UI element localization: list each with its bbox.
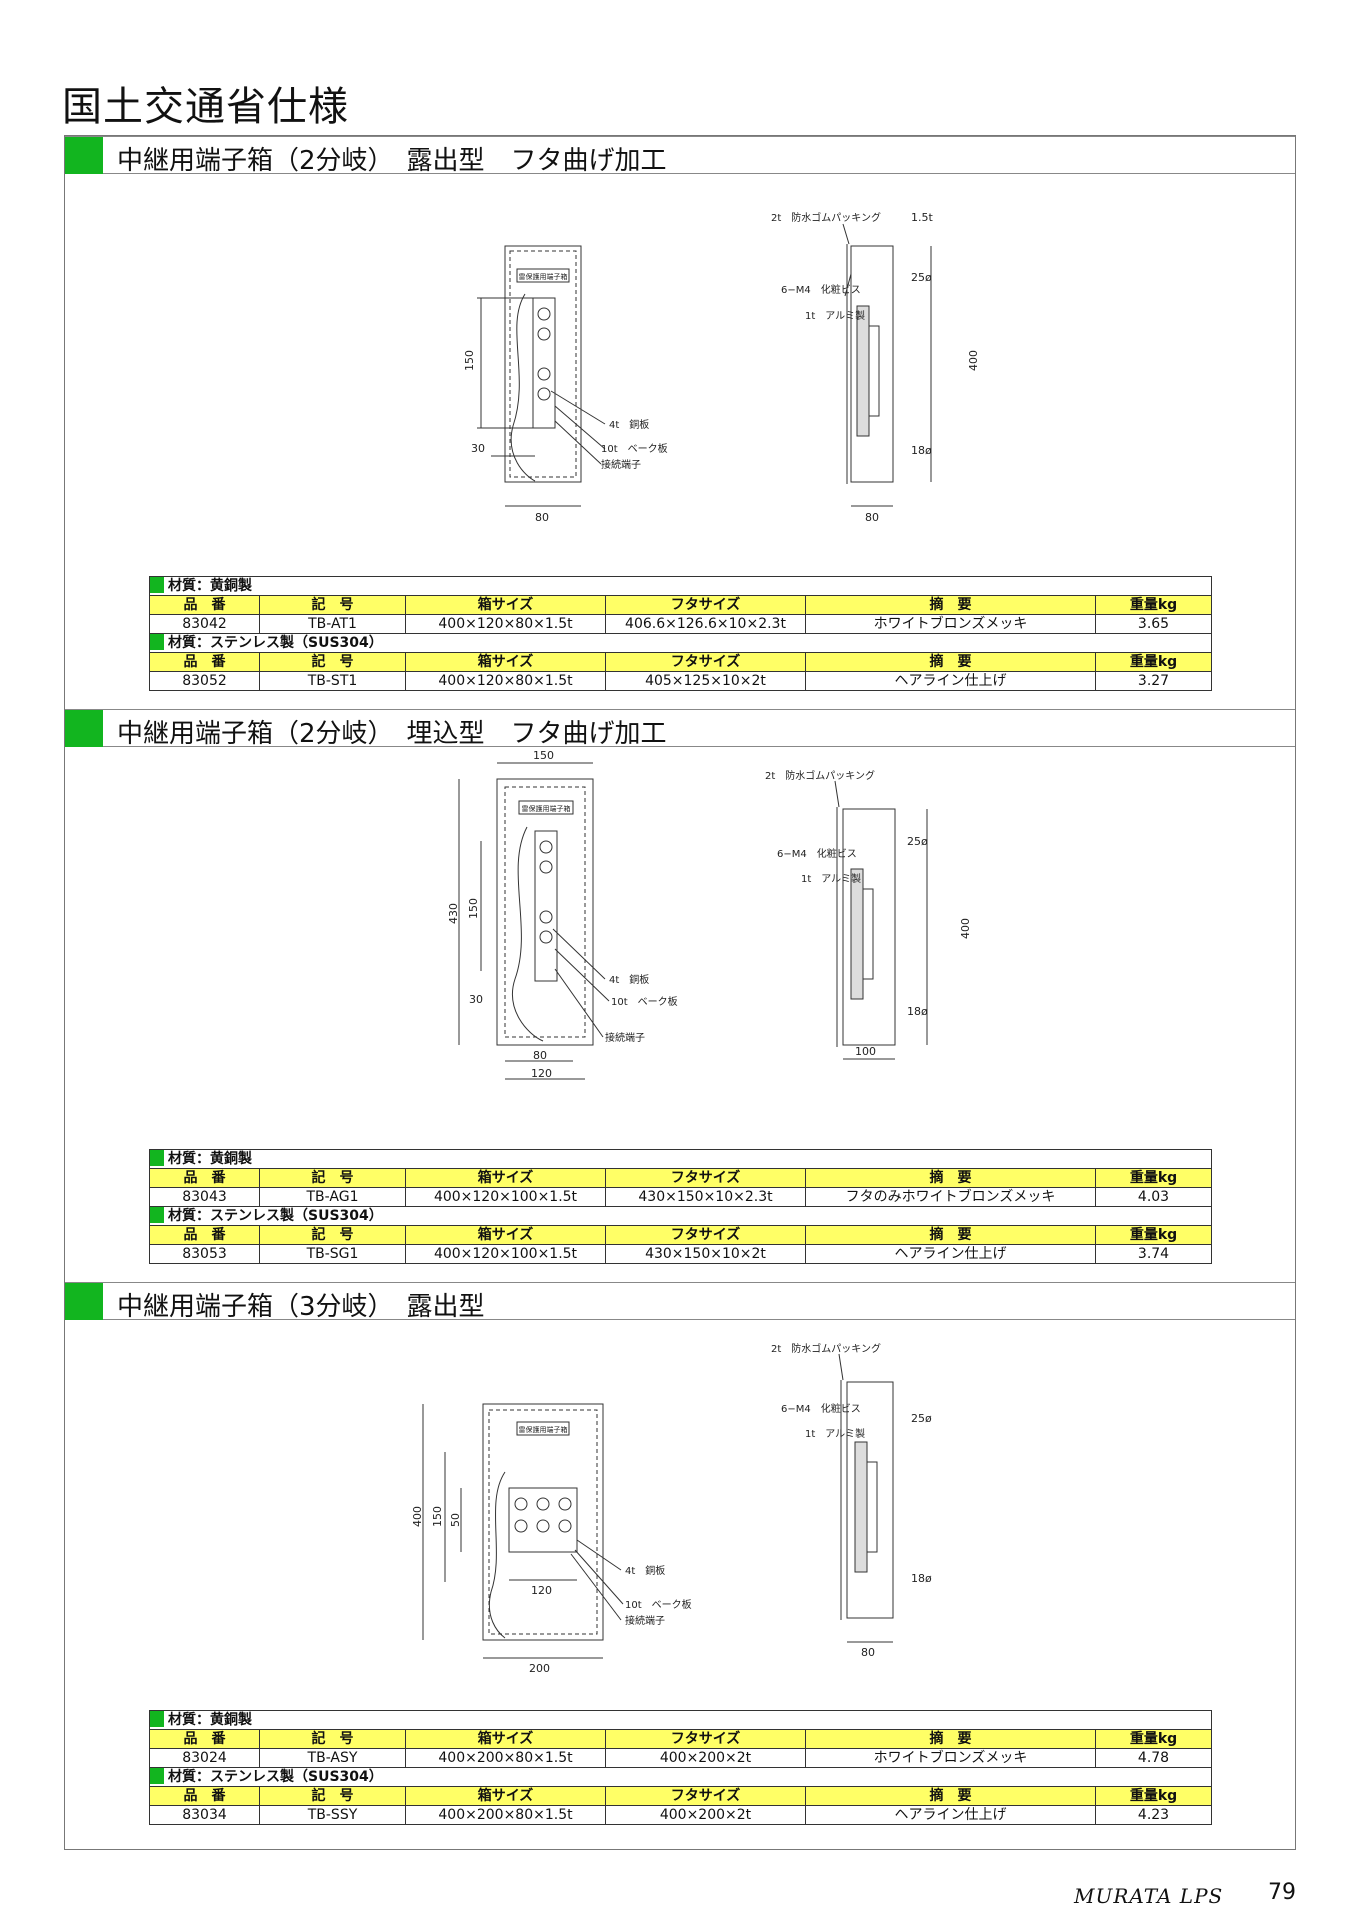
dim-430: 430 [447,903,460,924]
dim-18-dia: 18ø [907,1005,928,1018]
label-screws: 6−M4 化粧ビス [781,283,861,296]
technical-drawing: 雷保護用端子箱 150 430 150 30 80 120 4t 銅板 1 [65,749,1295,1133]
dim-80-front: 80 [535,511,549,524]
front-plate-label: 雷保護用端子箱 [519,1425,568,1434]
dim-18-dia: 18ø [911,1572,932,1585]
dim-200: 200 [529,1662,550,1675]
section-title: 中継用端子箱（2分岐） 埋込型 フタ曲げ加工 [117,719,667,749]
material-row: 材質：黄銅製 [149,1710,1212,1730]
header-row: 品 番記 号箱サイズフタサイズ摘 要重量kg [149,1729,1212,1749]
section-header: 中継用端子箱（3分岐） 露出型 [65,1282,1295,1322]
label-copper-plate: 4t 銅板 [609,418,649,431]
dim-30: 30 [469,993,483,1006]
header-row: 品 番記 号箱サイズフタサイズ摘 要重量kg [149,652,1212,672]
dim-400-side: 400 [967,350,980,371]
green-marker [65,710,103,747]
front-plate-label: 雷保護用端子箱 [519,272,568,281]
dim-120: 120 [531,1584,552,1597]
dim-18-dia: 18ø [911,444,932,457]
header-row: 品 番記 号箱サイズフタサイズ摘 要重量kg [149,1786,1212,1806]
label-copper-plate: 4t 銅板 [625,1564,665,1577]
dim-80: 80 [533,1049,547,1062]
dim-150: 150 [431,1506,444,1527]
dim-400-side: 400 [959,918,972,939]
label-aluminum: 1t アルミ製 [801,872,861,885]
label-gasket: 2t 防水ゴムパッキング [771,211,881,224]
label-bakelite-plate: 10t ベーク板 [601,442,668,455]
front-view-lid [496,778,594,1046]
dim-150: 150 [467,898,480,919]
dim-25-dia: 25ø [911,271,932,284]
dim-100: 100 [855,1045,876,1058]
side-view-box [842,808,896,1046]
header-row: 品 番記 号箱サイズフタサイズ摘 要重量kg [149,1168,1212,1188]
label-aluminum: 1t アルミ製 [805,1427,865,1440]
side-view-box [850,245,894,483]
header-row: 品 番記 号箱サイズフタサイズ摘 要重量kg [149,1225,1212,1245]
material-row: 材質：ステンレス製（SUS304） [149,633,1212,653]
green-marker [65,137,103,174]
label-copper-plate: 4t 銅板 [609,973,649,986]
front-view-box [482,1403,604,1641]
label-terminal: 接続端子 [605,1031,645,1044]
dim-25-dia: 25ø [907,835,928,848]
green-marker [65,1283,103,1320]
dim-150: 150 [463,350,476,371]
label-screws: 6−M4 化粧ビス [777,847,857,860]
technical-drawing: 雷保護用端子箱 400 150 50 120 200 4t 銅板 10t ベーク… [65,1322,1295,1706]
material-row: 材質：黄銅製 [149,576,1212,596]
side-view-box [846,1381,894,1619]
material-row: 材質：ステンレス製（SUS304） [149,1767,1212,1787]
front-plate-label: 雷保護用端子箱 [522,804,571,813]
material-row: 材質：黄銅製 [149,1149,1212,1169]
section-title: 中継用端子箱（3分岐） 露出型 [117,1292,485,1322]
section-title: 中継用端子箱（2分岐） 露出型 フタ曲げ加工 [117,146,667,176]
label-aluminum: 1t アルミ製 [805,309,865,322]
dim-25-dia: 25ø [911,1412,932,1425]
technical-drawing: 雷保護用端子箱 150 30 80 4t 銅板 10t ベーク板 接続端子 [65,176,1295,610]
section-header: 中継用端子箱（2分岐） 露出型 フタ曲げ加工 [65,136,1295,176]
dim-50: 50 [449,1513,462,1527]
page-number: 79 [1268,1880,1296,1905]
dim-120: 120 [531,1067,552,1080]
label-gasket: 2t 防水ゴムパッキング [765,769,875,782]
label-bakelite-plate: 10t ベーク板 [625,1598,692,1611]
dim-80-side: 80 [865,511,879,524]
page-frame: 中継用端子箱（2分岐） 露出型 フタ曲げ加工 雷保護用端子箱 150 30 80 [64,135,1296,1850]
page-title: 国土交通省仕様 [62,84,349,130]
label-terminal: 接続端子 [601,458,641,471]
label-bakelite-plate: 10t ベーク板 [611,995,678,1008]
label-gasket: 2t 防水ゴムパッキング [771,1342,881,1355]
label-screws: 6−M4 化粧ビス [781,1402,861,1415]
label-terminal: 接続端子 [625,1614,665,1627]
footer-brand: MURATA LPS [1074,1884,1224,1908]
dim-30: 30 [471,442,485,455]
dim-80-side: 80 [861,1646,875,1659]
dim-1-5t: 1.5t [911,211,933,224]
dim-150-top: 150 [533,749,554,762]
material-row: 材質：ステンレス製（SUS304） [149,1206,1212,1226]
front-view-box [504,245,582,483]
dim-400: 400 [411,1506,424,1527]
header-row: 品 番記 号箱サイズフタサイズ摘 要重量kg [149,595,1212,615]
section-header: 中継用端子箱（2分岐） 埋込型 フタ曲げ加工 [65,709,1295,749]
